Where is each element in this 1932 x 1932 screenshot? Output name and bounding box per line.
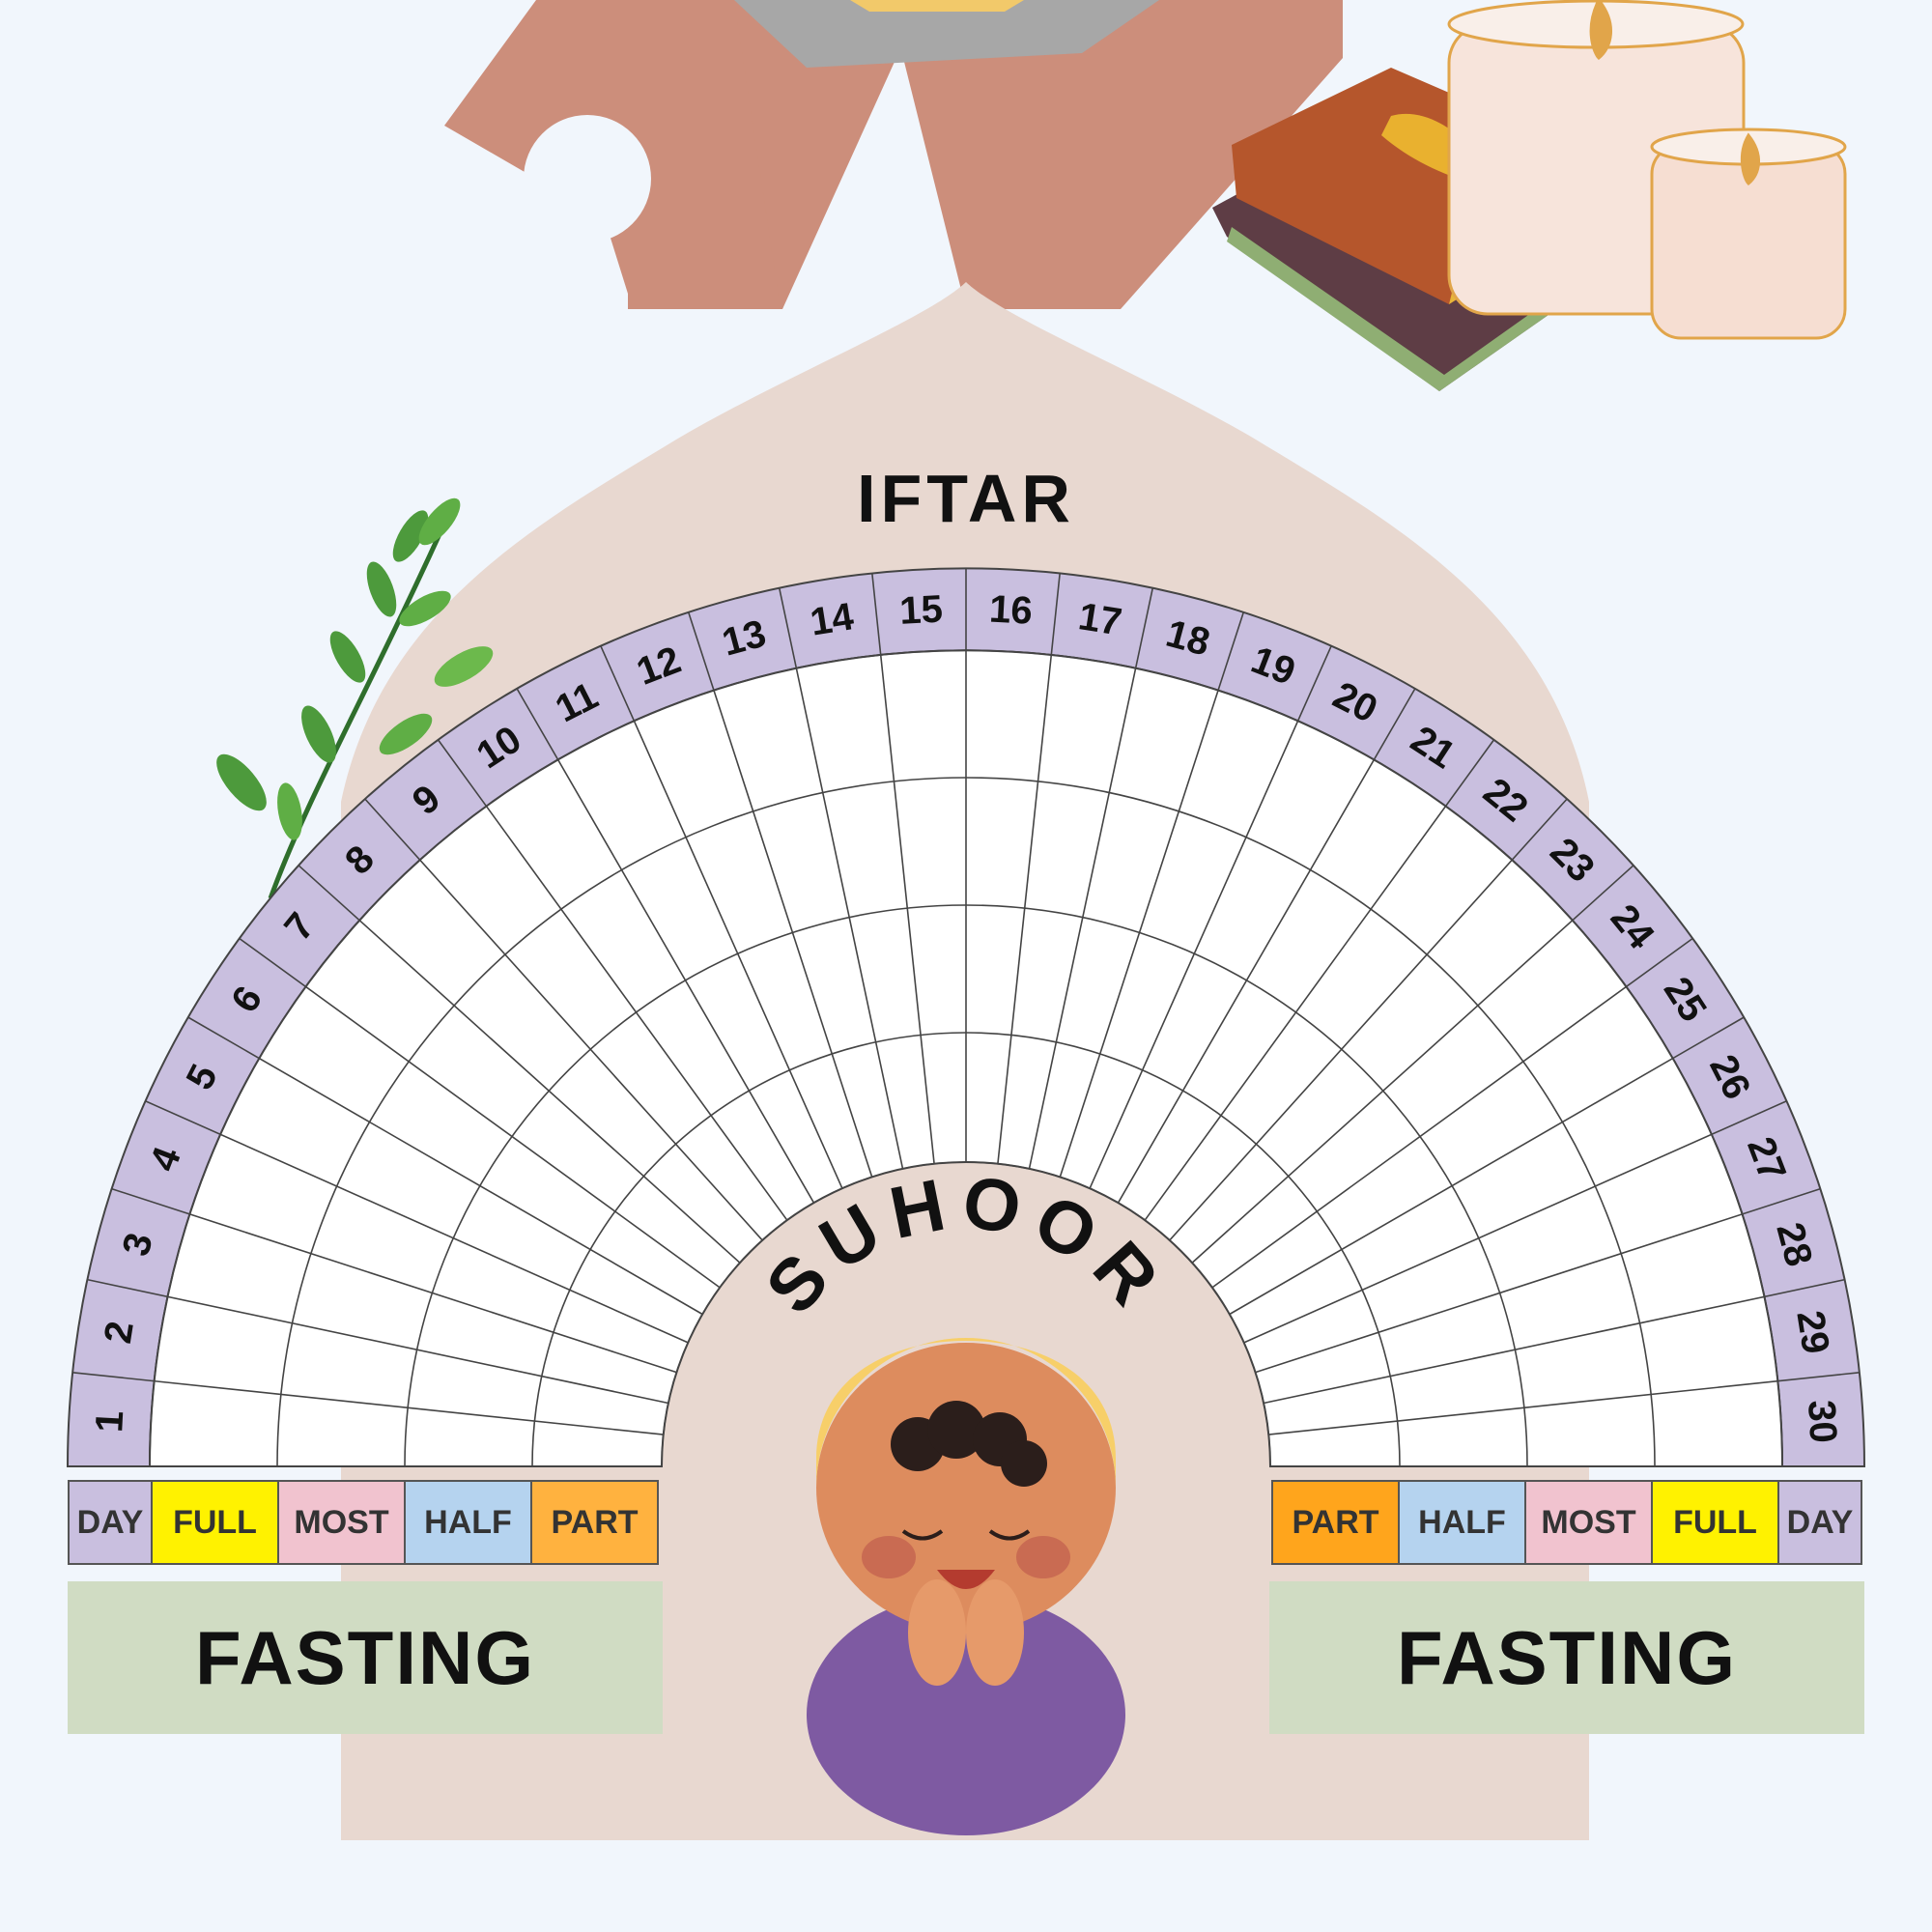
day-divider <box>1089 645 1332 1189</box>
day-divider <box>1169 798 1568 1241</box>
day-divider <box>437 739 788 1221</box>
day-divider <box>87 1278 669 1405</box>
day-divider <box>1191 865 1634 1264</box>
day-divider <box>72 1371 664 1435</box>
legend-full: FULL <box>1651 1480 1779 1565</box>
legend-full: FULL <box>151 1480 279 1565</box>
fasting-label-right: FASTING <box>1269 1581 1864 1734</box>
day-divider <box>1059 611 1245 1178</box>
day-divider <box>778 587 904 1170</box>
day-label: 15 <box>898 588 944 633</box>
iftar-title: IFTAR <box>857 461 1075 536</box>
day-divider <box>1117 688 1416 1204</box>
day-divider <box>1268 1371 1860 1435</box>
legend-most: MOST <box>1524 1480 1653 1565</box>
day-label: 29 <box>1788 1308 1836 1357</box>
day-label: 17 <box>1075 595 1124 643</box>
day-divider <box>870 573 935 1164</box>
day-divider <box>997 573 1062 1164</box>
day-divider <box>1255 1187 1821 1374</box>
day-divider <box>1211 937 1693 1289</box>
ribbon-icon <box>444 0 1343 309</box>
day-divider <box>111 1187 677 1374</box>
day-label: 30 <box>1800 1399 1844 1444</box>
candles-icon <box>1447 0 1847 340</box>
day-divider <box>1263 1278 1845 1405</box>
legend-day: DAY <box>1777 1480 1862 1565</box>
day-divider <box>687 611 873 1178</box>
legend-half: HALF <box>404 1480 532 1565</box>
legend-right: PART HALF MOST FULL DAY <box>1271 1480 1862 1565</box>
day-divider <box>145 1100 689 1344</box>
day-label: 14 <box>808 595 858 644</box>
day-label: 1 <box>88 1409 131 1434</box>
day-divider <box>516 688 815 1204</box>
day-divider <box>187 1016 703 1316</box>
legend-day: DAY <box>68 1480 153 1565</box>
day-divider <box>1229 1016 1745 1316</box>
legend-part: PART <box>530 1480 659 1565</box>
day-divider <box>600 645 843 1189</box>
level-ring <box>661 1161 1271 1467</box>
day-divider <box>1144 739 1495 1221</box>
leaf-branch-icon <box>216 497 494 899</box>
day-divider <box>1028 587 1154 1170</box>
praying-child-icon <box>807 1338 1125 1835</box>
legend-most: MOST <box>277 1480 406 1565</box>
legend-part: PART <box>1271 1480 1400 1565</box>
day-divider <box>298 865 741 1264</box>
day-label: 16 <box>988 588 1034 633</box>
day-divider <box>239 937 721 1289</box>
fasting-label-left: FASTING <box>68 1581 663 1734</box>
legend-left: DAY FULL MOST HALF PART <box>68 1480 659 1565</box>
day-divider <box>364 798 763 1241</box>
legend-half: HALF <box>1398 1480 1526 1565</box>
day-divider <box>1243 1100 1787 1344</box>
